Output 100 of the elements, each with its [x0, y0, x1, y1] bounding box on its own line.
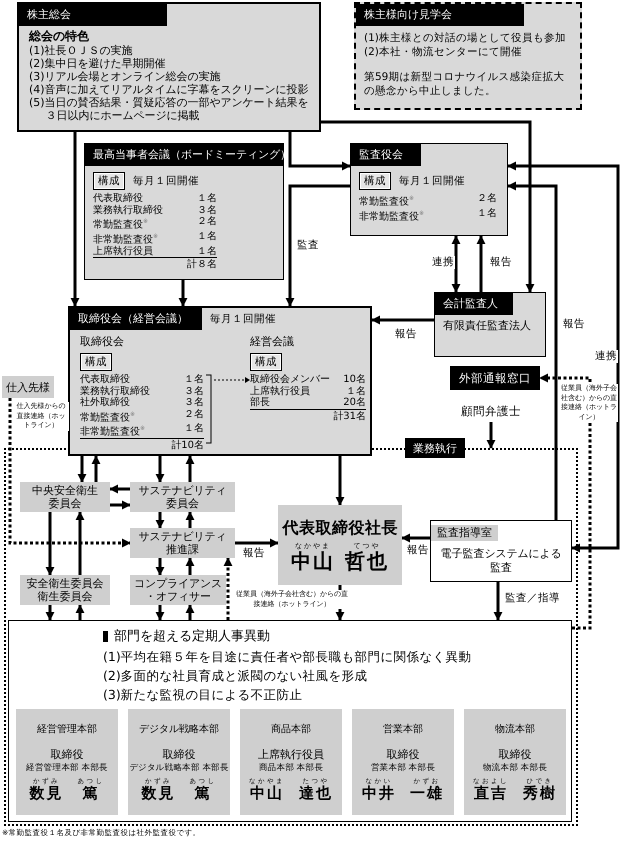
person-name: 数見 — [30, 785, 64, 802]
policy-item: (3)新たな監視の目による不正防止 — [103, 686, 304, 704]
arrow — [156, 512, 164, 529]
panel-heading: 株主様向け見学会 — [356, 4, 524, 26]
role-title: 代表取締役社長 — [282, 518, 398, 539]
member-total: 計31名 — [333, 410, 366, 422]
arrow — [539, 374, 592, 630]
auditor-panel — [434, 292, 546, 357]
edge-label: 連携 — [594, 350, 618, 363]
notice-text: 第59期は新型コロナウイルス感染症拡大の懸念から中止しました。 — [364, 71, 566, 98]
edge-label: 報告 — [242, 547, 266, 560]
arrow — [186, 604, 194, 620]
meeting-frequency: 毎月１回開催 — [210, 312, 276, 326]
committee-box — [130, 528, 235, 558]
column-heading: 経営会議 — [250, 335, 295, 349]
person-name: 哲也 — [345, 550, 389, 572]
member-role: 常勤監査役$^{※}$ — [80, 410, 136, 424]
member-role: 代表取締役 — [80, 374, 131, 386]
auditor-name: 有限責任監査法人 — [443, 319, 532, 333]
feature-item: (2)集中日を避けた早期開催 — [29, 57, 167, 70]
arrow — [78, 456, 86, 483]
office-heading: 監査指導室 — [431, 525, 498, 541]
role-title: 取締役 — [386, 748, 420, 762]
person-name: 一雄 — [410, 785, 444, 802]
division-box — [240, 709, 342, 815]
arrow — [186, 511, 194, 528]
member-count: ３名 — [197, 204, 217, 216]
role-title: 取締役 — [498, 748, 532, 762]
meeting-panel — [350, 143, 508, 236]
arrow — [109, 484, 130, 494]
panel-heading: 会計監査人 — [435, 293, 513, 315]
post-title: 商品本部 本部長 — [258, 762, 324, 775]
post-title: 物流本部 本部長 — [482, 762, 548, 775]
meeting-panel — [68, 306, 372, 456]
dashed-region — [4, 438, 578, 826]
arrow — [235, 538, 279, 548]
arrow — [156, 605, 164, 621]
committee-name: 安全衛生委員会 — [26, 577, 104, 590]
notice-text: (1)株主様との対話の場として役員も参加 — [364, 32, 567, 46]
person-name: 直吉 — [474, 785, 508, 802]
member-count: ２名 — [197, 216, 217, 229]
member-count: 20名 — [343, 397, 366, 410]
arrow — [507, 182, 558, 520]
panel-heading: 最高当事者会議（ボードミーティング） — [85, 144, 283, 166]
person-name: 達也 — [298, 785, 333, 802]
member-count: １名 — [197, 230, 217, 244]
panel-heading: 株主総会 — [19, 4, 167, 26]
supplier-box: 仕入先様 — [2, 376, 54, 398]
composition-badge: 構成 — [80, 353, 112, 371]
department-name: 商品本部 — [271, 722, 311, 736]
member-count: １名 — [197, 246, 217, 258]
person-name: 中山 — [250, 785, 284, 802]
division-box — [16, 709, 118, 815]
department-name: 営業本部 — [383, 722, 423, 736]
contact-box: 外部通報窓口 — [450, 366, 540, 390]
member-role: 部長 — [250, 397, 344, 410]
president-box — [278, 505, 402, 585]
arrow — [336, 456, 344, 506]
edge-label: 報告 — [562, 318, 586, 331]
meeting-frequency: 毎月１回開催 — [399, 174, 465, 188]
arrow — [452, 235, 460, 293]
member-count: １名 — [184, 374, 204, 386]
member-total: 計８名 — [187, 259, 217, 271]
member-count: ２名 — [477, 193, 497, 206]
edge-label: 報告 — [406, 544, 430, 557]
member-role: 常勤監査役$^{※}$ — [359, 194, 416, 208]
section-tag: 業務執行 — [405, 438, 465, 458]
arrow — [486, 422, 496, 449]
post-title: 経営管理本部 本部長 — [26, 762, 108, 775]
division-box — [464, 709, 566, 815]
notice-text: (2)本社・物流センターにて開催 — [364, 46, 523, 59]
composition-badge: 構成 — [93, 172, 125, 190]
arrow — [186, 557, 194, 575]
member-role: 非常勤監査役$^{※}$ — [93, 232, 160, 246]
member-role: 代表取締役 — [93, 193, 144, 204]
arrow — [76, 604, 84, 620]
arrow — [46, 512, 54, 576]
arrow — [371, 316, 434, 324]
member-count: 10名 — [343, 374, 366, 386]
member-role: 上席執行役員 — [93, 246, 197, 258]
feature-item: (1)社長ＯＪＳの実施 — [29, 44, 134, 57]
committee-name: サステナビリティ委員会 — [138, 484, 228, 510]
edge-label: 連携 — [431, 256, 455, 269]
feature-item: (3)リアル会場とオンライン総会の実施 — [29, 70, 222, 83]
panel-subheading: 総会の特色 — [29, 29, 90, 44]
member-count: １名 — [477, 208, 497, 221]
office-text: 電子監査システムによる監査 — [440, 546, 562, 575]
member-count: ３名 — [184, 386, 204, 397]
department-name: 物流本部 — [495, 722, 535, 736]
arrow — [46, 605, 54, 621]
member-count: １名 — [197, 193, 217, 204]
person-name: 数見 — [142, 785, 176, 802]
arrow — [70, 132, 80, 307]
member-role: 社外取締役 — [80, 397, 131, 408]
committee-name: 衛生委員会 — [38, 590, 92, 603]
role-title: 上席執行役員 — [258, 748, 324, 762]
audit-office-box — [430, 520, 572, 582]
member-role: 取締役会メンバー — [250, 374, 331, 386]
arrow — [286, 184, 350, 307]
member-count: ３名 — [184, 397, 204, 408]
